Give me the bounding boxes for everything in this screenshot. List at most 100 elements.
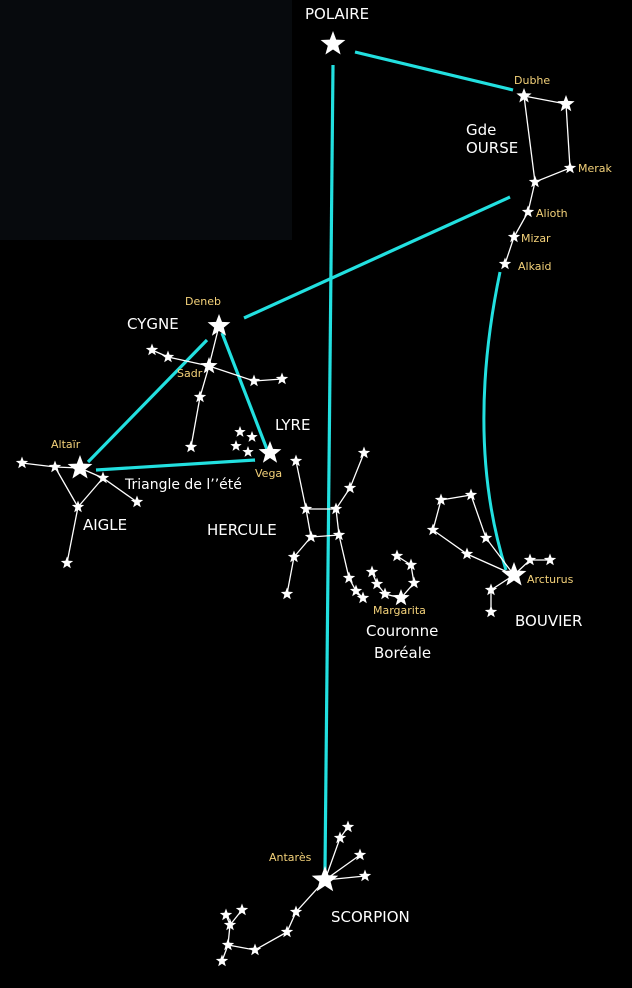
- star: [161, 350, 175, 363]
- label-dubhe: Dubhe: [514, 74, 550, 87]
- star: [370, 577, 384, 590]
- guide-line: [243, 195, 511, 320]
- star: [357, 446, 371, 459]
- star: [543, 553, 557, 566]
- star: [407, 576, 421, 589]
- label-couronne: Couronne: [366, 622, 438, 640]
- star: [15, 456, 29, 469]
- star: [235, 903, 249, 916]
- star: [484, 605, 498, 618]
- label-cygne: CYGNE: [127, 315, 179, 333]
- label-boreale: Boréale: [374, 644, 431, 662]
- label-scorpion: SCORPION: [331, 908, 410, 926]
- star: [479, 531, 493, 544]
- guide-line: [220, 332, 270, 453]
- label-polaire: POLAIRE: [305, 5, 369, 23]
- label-antares: Antarès: [269, 851, 312, 864]
- guide-line: [86, 338, 209, 464]
- label-lyre: LYRE: [275, 416, 310, 434]
- dark-panel: [0, 0, 292, 240]
- star: [507, 230, 521, 243]
- star: [145, 343, 159, 356]
- star-deneb: [207, 314, 231, 336]
- constellation-line: [440, 494, 515, 576]
- star: [523, 553, 537, 566]
- star: [333, 831, 347, 844]
- stars: [15, 31, 577, 967]
- star: [230, 440, 242, 451]
- star: [342, 571, 356, 584]
- star: [484, 583, 498, 596]
- star: [221, 938, 235, 951]
- star: [426, 523, 440, 536]
- star: [341, 820, 355, 833]
- label-gde: Gde: [466, 121, 496, 139]
- label-deneb: Deneb: [185, 295, 221, 308]
- star: [96, 471, 110, 484]
- star: [48, 460, 62, 473]
- guide-line: [323, 64, 335, 871]
- star: [247, 374, 261, 387]
- constellation-line: [77, 477, 104, 508]
- guide-line: [354, 50, 514, 92]
- constellation-line: [504, 181, 536, 265]
- star: [434, 493, 448, 506]
- star: [248, 943, 262, 956]
- constellation-line: [190, 325, 220, 448]
- star: [378, 587, 392, 600]
- star: [329, 502, 343, 515]
- star-margarita: [392, 589, 410, 606]
- star: [404, 558, 418, 571]
- constellation-line: [54, 466, 79, 564]
- star: [353, 848, 367, 861]
- label-sadr: Sadr: [177, 367, 203, 380]
- star: [563, 161, 577, 174]
- star: [215, 954, 229, 967]
- star: [275, 372, 289, 385]
- constellation-line: [310, 534, 340, 538]
- labels: POLAIRE Dubhe Gde OURSE Merak Alioth Miz…: [51, 5, 613, 926]
- star: [242, 446, 254, 457]
- label-margarita: Margarita: [373, 604, 426, 617]
- label-vega: Vega: [255, 467, 282, 480]
- star: [60, 556, 74, 569]
- star: [280, 587, 294, 600]
- constellation-line: [221, 879, 326, 962]
- star: [71, 500, 85, 513]
- star-sadr: [200, 357, 218, 374]
- label-merak: Merak: [578, 162, 613, 175]
- star: [130, 495, 144, 508]
- star: [246, 431, 258, 442]
- label-alkaid: Alkaid: [518, 260, 552, 273]
- star-polaire: [320, 31, 346, 55]
- star: [521, 205, 535, 218]
- star: [280, 925, 294, 938]
- star: [343, 481, 357, 494]
- star: [287, 550, 301, 563]
- star: [365, 565, 379, 578]
- constellation-line: [286, 460, 312, 595]
- star: [358, 869, 372, 882]
- label-alioth: Alioth: [536, 207, 568, 220]
- guide-lines: [86, 50, 514, 871]
- label-ourse: OURSE: [466, 139, 518, 157]
- star: [304, 530, 318, 543]
- star-dubhe: [516, 88, 532, 103]
- star: [234, 426, 246, 437]
- label-mizar: Mizar: [521, 232, 551, 245]
- label-bouvier: BOUVIER: [515, 612, 582, 630]
- star: [223, 918, 237, 931]
- label-altair: Altaïr: [51, 438, 81, 451]
- star: [528, 175, 542, 188]
- star-vega: [258, 441, 282, 463]
- star-antares: [311, 866, 339, 892]
- star: [184, 440, 198, 453]
- guide-line: [95, 458, 256, 472]
- label-hercule: HERCULE: [207, 521, 277, 539]
- star: [332, 528, 346, 541]
- label-triangle: Triangle de l’’été: [124, 477, 242, 493]
- guide-arc: [482, 271, 508, 571]
- star-arcturus: [501, 562, 527, 586]
